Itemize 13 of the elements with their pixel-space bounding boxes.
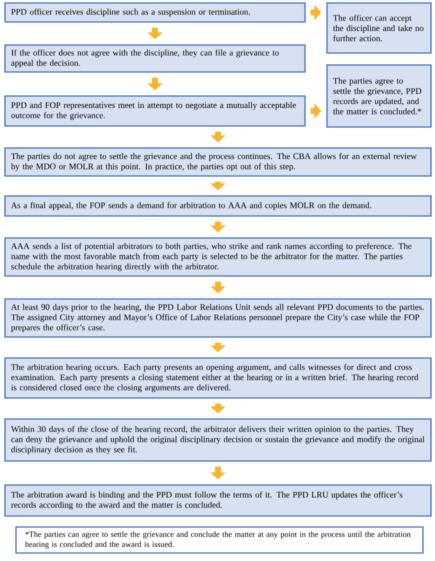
process-box: If the officer does not agree with the discipline, they can file a grievance to appeal the decision. xyxy=(4,44,306,73)
process-box: PPD and FOP representatives meet in attempt to negotiate a mutually acceptable outcome for the grievance. xyxy=(4,95,306,127)
outcome-box: The officer can accept the discipline and take no further action. xyxy=(326,2,432,54)
footnote-box: *The parties can agree to settle the grievance and conclude the matter at any point in the process until the arbitration hearing is concluded and the award is issued. xyxy=(15,526,424,554)
process-box: AAA sends a list of potential arbitrators to both parties, who strike and rank names according to preference. The name with the most favorable match from each party is selected to be the arbitrator for the matter. The parties schedule the arbitration hearing directly with the arbitrator. xyxy=(4,237,432,277)
process-box: PPD officer receives discipline such as a suspension or termination. xyxy=(4,2,306,23)
outcome-box: The parties agree to settle the grievance, PPD records are updated, and the matter is concluded.* xyxy=(326,64,432,128)
process-box: As a final appeal, the FOP sends a demand for arbitration to AAA and copies MOLR on the demand. xyxy=(4,195,432,217)
process-box: The arbitration hearing occurs. Each party presents an opening argument, and calls witnesses for direct and cross examination. Each party presents a closing statement either at the hearing or in a written brief. The hearing record is considered closed once the closing arguments are delivered. xyxy=(4,357,432,399)
process-box: The parties do not agree to settle the grievance and the process continues. The CBA allows for an external review by the MDO or MOLR at this point. In practice, the parties opt out of this step. xyxy=(4,147,432,177)
process-box: At least 90 days prior to the hearing, the PPD Labor Relations Unit sends all relevant PPD documents to the parties. The assigned City attorney and Mayor’s Office of Labor Relations personnel prepare the City’s case while the FOP prepares the officer’s case. xyxy=(4,298,432,338)
process-box: Within 30 days of the close of the hearing record, the arbitrator delivers their written opinion to the parties. They can deny the grievance and uphold the original disciplinary decision or sustain the grievance and modify the original disciplinary decision as they see fit. xyxy=(4,418,432,462)
process-box: The arbitration award is binding and the PPD must follow the terms of it. The PPD LRU updates the officer’s records according to the award and the matter is concluded. xyxy=(4,484,432,517)
